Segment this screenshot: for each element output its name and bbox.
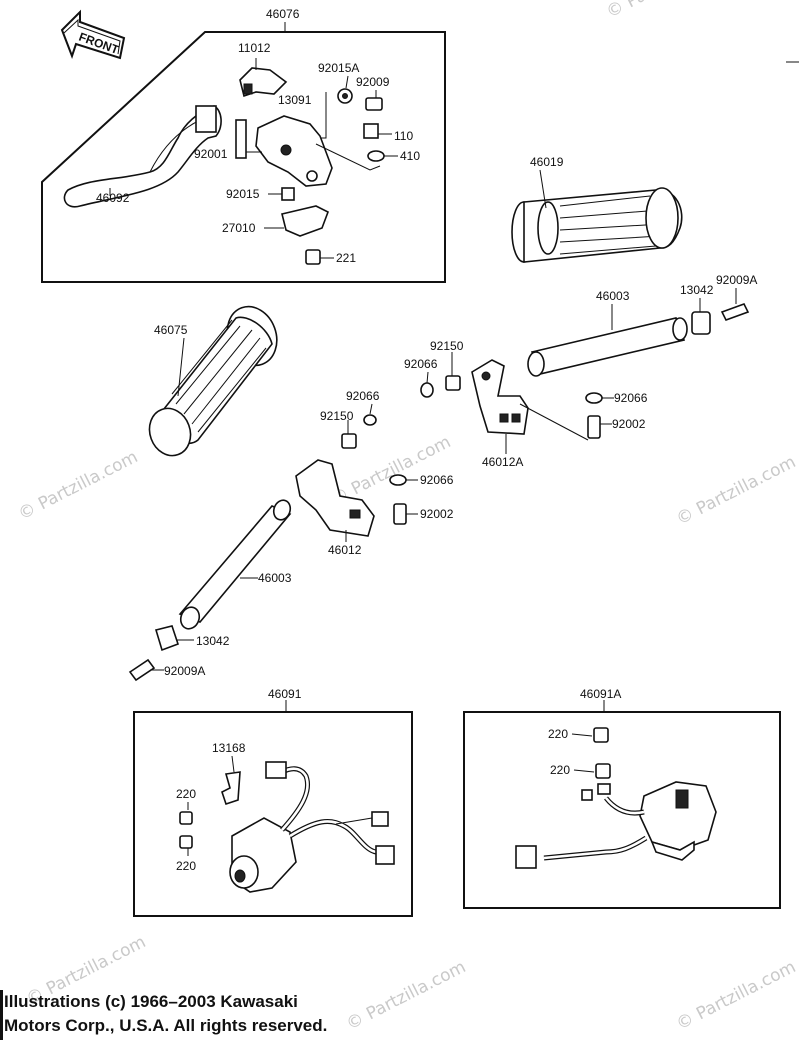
connector-right-1 [581, 789, 593, 801]
bracket-46012A [471, 359, 529, 435]
bolt-92150-right [445, 375, 461, 391]
lever-holder [255, 115, 333, 187]
watermark-3: © Partzilla.com [673, 452, 799, 529]
label-92001: 92001 [194, 147, 228, 161]
bolt-110 [363, 123, 379, 139]
screw-220-b [179, 835, 193, 849]
grip-46075 [148, 305, 278, 457]
watermark-1: © Partzilla.com [15, 447, 141, 524]
tube-46003-left [178, 499, 292, 630]
label-46075: 46075 [154, 323, 188, 337]
washer-92066-left-1 [363, 414, 377, 426]
label-221: 221 [336, 251, 356, 265]
copyright-bar [0, 990, 3, 1040]
label-220-b: 220 [176, 859, 196, 873]
bolt-92001 [235, 119, 247, 159]
clamp-13168 [221, 771, 241, 806]
connector-left-2 [371, 811, 389, 827]
connector-left-1 [265, 761, 287, 779]
label-46091A: 46091A [580, 687, 621, 701]
label-92066-right-1: 92066 [404, 357, 438, 371]
label-220-d: 220 [550, 763, 570, 777]
label-46003-left: 46003 [258, 571, 292, 585]
label-92150-left: 92150 [320, 409, 354, 423]
label-92015A: 92015A [318, 61, 359, 75]
weight-13042-left [154, 625, 180, 652]
label-220-c: 220 [548, 727, 568, 741]
switch-27010 [281, 205, 330, 237]
watermark-6: © Partzilla.com [673, 957, 799, 1034]
label-410: 410 [400, 149, 420, 163]
connector-right-2 [597, 783, 611, 795]
tube-46003-right [527, 317, 688, 377]
label-46012A: 46012A [482, 455, 523, 469]
connector-left-3 [375, 845, 395, 865]
label-92002-left: 92002 [420, 507, 454, 521]
label-46076: 46076 [266, 7, 300, 21]
label-92002-right: 92002 [612, 417, 646, 431]
label-13042-right: 13042 [680, 283, 714, 297]
nut-92015 [281, 187, 295, 201]
bolt-92150-left [341, 433, 357, 449]
copyright-notice: Illustrations (c) 1966–2003 Kawasaki Mot… [4, 990, 504, 1038]
screw-221 [305, 249, 321, 265]
copyright-line-2: Motors Corp., U.S.A. All rights reserved… [4, 1016, 328, 1035]
bracket-46012 [295, 459, 375, 537]
screw-92009A-right [720, 303, 750, 321]
copyright-line-1: Illustrations (c) 1966–2003 Kawasaki [4, 992, 298, 1011]
bolt-92002-right [587, 415, 601, 439]
label-27010: 27010 [222, 221, 256, 235]
label-46091: 46091 [268, 687, 302, 701]
screw-220-d [595, 763, 611, 779]
brake-lever-46092 [63, 105, 222, 208]
throttle-grip-46019 [511, 187, 683, 263]
label-92009: 92009 [356, 75, 390, 89]
label-92066-right-2: 92066 [614, 391, 648, 405]
switch-46091-frame [133, 711, 413, 917]
washer-92066-right-1 [420, 382, 434, 398]
watermark-7: © Partzilla.com [603, 0, 729, 22]
washer-410 [367, 150, 385, 162]
connector-right-3 [515, 845, 537, 869]
lever-assembly-frame [41, 31, 446, 283]
label-46092: 46092 [96, 191, 130, 205]
label-92066-left-2: 92066 [420, 473, 454, 487]
label-92009A-right: 92009A [716, 273, 757, 287]
screw-92009 [365, 97, 383, 111]
label-220-a: 220 [176, 787, 196, 801]
label-92066-left-1: 92066 [346, 389, 380, 403]
screw-220-c [593, 727, 609, 743]
bracket-11012 [239, 67, 288, 98]
front-arrow-icon: FRONT [60, 9, 126, 60]
bolt-92002-left [393, 503, 407, 525]
left-switch-housing [229, 817, 297, 893]
weight-13042-right [691, 311, 711, 335]
washer-92066-left-2 [389, 474, 407, 486]
screw-92009A-left [128, 658, 156, 682]
label-110: 110 [394, 129, 413, 143]
label-92009A-left: 92009A [164, 664, 205, 678]
label-46003-right: 46003 [596, 289, 630, 303]
label-11012: 11012 [238, 41, 271, 55]
label-13091: 13091 [278, 93, 312, 107]
switch-46091A-frame [463, 711, 781, 909]
label-46019: 46019 [530, 155, 564, 169]
label-92150-right: 92150 [430, 339, 464, 353]
label-13168: 13168 [212, 741, 246, 755]
label-92015: 92015 [226, 187, 260, 201]
right-switch-housing [639, 781, 717, 861]
label-46012: 46012 [328, 543, 362, 557]
washer-92066-right-2 [585, 392, 603, 404]
label-13042-left: 13042 [196, 634, 230, 648]
screw-220-a [179, 811, 193, 825]
